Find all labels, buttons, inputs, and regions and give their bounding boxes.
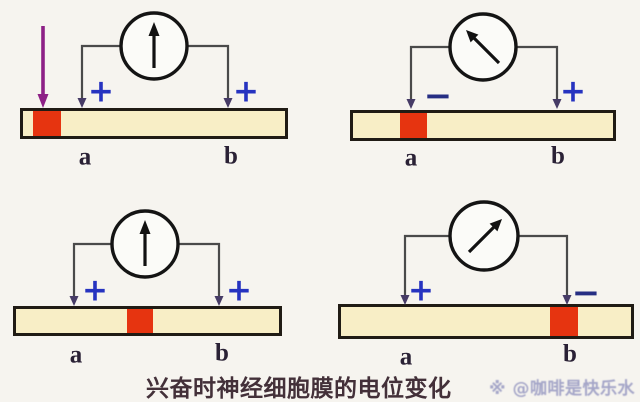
wire xyxy=(72,242,112,297)
polarity-sign-b3: + xyxy=(226,272,252,309)
electrode-arrow-icon xyxy=(214,296,224,306)
needle-right-icon xyxy=(467,225,496,254)
panel-top-left-circuit xyxy=(37,11,233,108)
panel-bottom-right-circuit xyxy=(400,200,572,305)
electrode-label-b4: b xyxy=(563,340,577,368)
wire xyxy=(187,44,230,99)
electrode-label-a3: a xyxy=(69,341,83,369)
electrode-label-b1: b xyxy=(224,142,238,170)
electrode-arrow-icon xyxy=(400,295,410,305)
electrode-arrow-icon xyxy=(406,99,416,109)
excited-region-top-left xyxy=(33,111,61,136)
electrode-label-b3: b xyxy=(215,339,229,367)
polarity-sign-a1: + xyxy=(88,73,114,110)
wire xyxy=(409,45,450,100)
watermark-text: ※ @咖啡是快乐水 xyxy=(489,379,635,399)
wire xyxy=(516,45,559,100)
electrode-arrow-icon xyxy=(69,296,79,306)
membrane-bar-top-left xyxy=(20,108,288,139)
needle-head-icon xyxy=(148,22,160,36)
wire xyxy=(178,242,221,297)
needle-head-icon xyxy=(489,219,502,232)
excited-region-bottom-right xyxy=(550,307,578,336)
membrane-bar-bottom-left xyxy=(13,306,282,336)
excited-region-top-right xyxy=(400,113,427,138)
wire xyxy=(80,44,121,99)
needle-head-icon xyxy=(466,30,479,43)
needle-head-icon xyxy=(139,220,151,234)
electrode-arrow-icon xyxy=(223,98,233,108)
panel-bottom-left-circuit xyxy=(69,209,224,306)
wire xyxy=(403,234,450,297)
electrode-label-a1: a xyxy=(78,143,92,171)
electrode-arrow-icon xyxy=(562,295,572,305)
polarity-sign-b4: − xyxy=(571,273,601,313)
electrode-label-a2: a xyxy=(404,144,418,172)
polarity-sign-a4: + xyxy=(408,272,434,309)
electrode-arrow-icon xyxy=(552,99,562,109)
polarity-sign-a3: + xyxy=(82,272,108,309)
polarity-sign-b2: + xyxy=(560,73,586,110)
panel-top-right-circuit xyxy=(406,12,562,109)
membrane-bar-top-right xyxy=(350,110,616,141)
diagram-caption: 兴奋时神经细胞膜的电位变化 xyxy=(146,376,452,402)
excited-region-bottom-left xyxy=(127,309,153,333)
polarity-sign-a2: − xyxy=(423,76,453,116)
wire xyxy=(518,234,569,297)
polarity-sign-b1: + xyxy=(233,73,259,110)
needle-left-icon xyxy=(472,36,501,65)
membrane-bar-bottom-right xyxy=(338,304,634,339)
stimulus-arrow-head-icon xyxy=(37,94,49,108)
electrode-arrow-icon xyxy=(77,98,87,108)
electrode-label-b2: b xyxy=(551,142,565,170)
electrode-label-a4: a xyxy=(399,343,413,371)
